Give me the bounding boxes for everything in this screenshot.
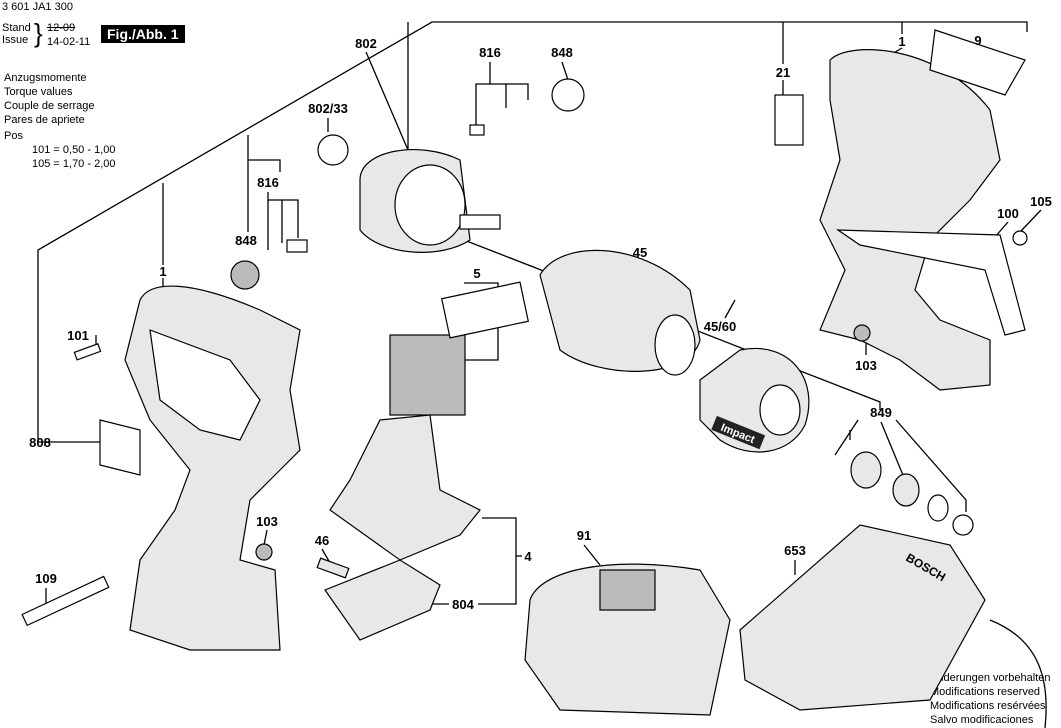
- callout-1: 1: [898, 34, 905, 49]
- callout-816: 816: [257, 175, 279, 190]
- callout-816: 816: [479, 45, 501, 60]
- housing-half-right: [819, 49, 1001, 391]
- callout-91: 91: [577, 528, 591, 543]
- callout-46: 46: [315, 533, 329, 548]
- note-en: Modifications reserved: [930, 686, 1041, 698]
- callout-103: 103: [256, 514, 278, 529]
- note-de: Änderungen vorbehalten: [930, 672, 1051, 684]
- old-date: 12-09: [47, 22, 76, 34]
- callout-1: 1: [159, 264, 166, 279]
- callout-45: 45: [633, 245, 647, 260]
- callout-802-33: 802/33: [308, 101, 348, 116]
- callout-849: 849: [870, 405, 892, 420]
- impact-logo-band: [711, 415, 766, 450]
- issue-label: Issue: [2, 34, 29, 46]
- torque-101: 101 = 0,50 - 1,00: [32, 144, 116, 156]
- torque-values: Anzugsmomente Torque values Couple de se…: [4, 71, 115, 171]
- callout-653: 653: [784, 543, 806, 558]
- part-number: 3 601 JA1 300: [2, 1, 73, 13]
- callout-808: 808: [29, 435, 51, 450]
- torque-de: Anzugsmomente: [4, 72, 87, 84]
- callout-4: 4: [524, 549, 532, 564]
- switch: [389, 281, 529, 416]
- callout-804: 804: [452, 597, 474, 612]
- motor: [359, 149, 501, 253]
- torque-fr: Couple de serrage: [4, 100, 95, 112]
- figure-label: Fig./Abb. 1: [101, 25, 185, 43]
- callout-21: 21: [776, 65, 790, 80]
- callout-45-60: 45/60: [704, 319, 737, 334]
- pos-label: Pos: [4, 130, 23, 142]
- battery-pack: [524, 563, 731, 716]
- callout-101: 101: [67, 328, 89, 343]
- torque-en: Torque values: [4, 86, 73, 98]
- callout-103: 103: [855, 358, 877, 373]
- housing-half-left: [124, 285, 301, 651]
- torque-105: 105 = 1,70 - 2,00: [32, 158, 116, 170]
- electronics-base: [324, 414, 481, 641]
- issue-date: 14-02-11: [47, 36, 91, 48]
- torque-es: Pares de apriete: [4, 114, 85, 126]
- note-fr: Modifications resérvées: [930, 700, 1046, 712]
- callout-109: 109: [35, 571, 57, 586]
- callout-100: 100: [997, 206, 1019, 221]
- note-es: Salvo modificaciones: [930, 714, 1034, 726]
- callout-848: 848: [235, 233, 257, 248]
- callouts: 802 816 848 802/33 816 848 1 101 808 103…: [29, 33, 1052, 612]
- small-parts: [21, 29, 1028, 627]
- callout-802: 802: [355, 36, 377, 51]
- callout-5: 5: [473, 266, 480, 281]
- callout-105: 105: [1030, 194, 1052, 209]
- charger: BOSCH: [739, 524, 1047, 728]
- callout-848: 848: [551, 45, 573, 60]
- callout-9: 9: [974, 33, 981, 48]
- stand-label: Stand: [2, 22, 31, 34]
- brace: }: [34, 18, 43, 48]
- modifications-note: Änderungen vorbehalten Modifications res…: [930, 671, 1050, 727]
- gear-housing: [539, 249, 701, 376]
- cover-45-60: Impact: [699, 347, 810, 453]
